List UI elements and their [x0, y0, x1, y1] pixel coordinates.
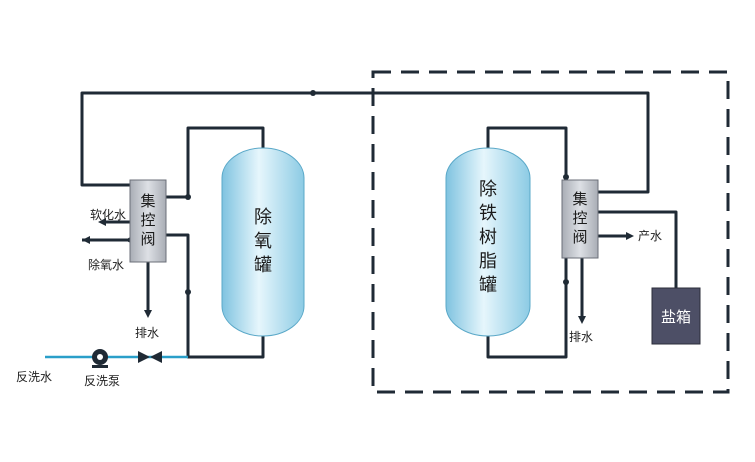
right-control-valve-label: 集 控 阀: [572, 190, 588, 246]
left-control-valve-label: 集 控 阀: [140, 192, 156, 248]
dashed-boundary: [371, 70, 730, 394]
iron-removal-tank-shape: [445, 147, 531, 337]
salt-box-label: 盐箱: [660, 308, 691, 326]
drain-right-label: 排水: [569, 330, 594, 344]
iron-removal-tank-label: 除 铁 树 脂 罐: [479, 179, 497, 296]
softened-water-label: 软化水: [90, 208, 127, 222]
drain-left-label: 排水: [135, 326, 160, 340]
product-water-label: 产水: [638, 229, 663, 243]
arrow-soft-water: [98, 218, 106, 226]
junction-dot: [563, 279, 569, 285]
backwash-pump-icon: [92, 349, 108, 368]
arrow-deox-water: [82, 236, 90, 244]
deoxygenated-water-label: 除氧水: [88, 258, 125, 272]
left-control-valve-shape: [129, 179, 167, 263]
deoxygen-tank-shape: [221, 147, 305, 337]
junction-dot: [310, 90, 316, 96]
pipe-valve-to-deox-top: [166, 126, 265, 199]
pipe-salt: [598, 210, 678, 288]
inlet-valve-icon: [138, 351, 162, 363]
junction-dot: [563, 174, 569, 180]
salt-box-shape: [651, 287, 701, 345]
arrow-drain-right: [578, 316, 586, 324]
junction-dot: [185, 289, 191, 295]
arrow-drain-left: [144, 310, 152, 318]
backwash-water-label: 反洗水: [16, 370, 53, 384]
junction-dot: [185, 194, 191, 200]
arrow-product-water: [626, 232, 634, 240]
backwash-pump-label: 反洗泵: [84, 374, 121, 388]
pipe-iron-top: [486, 126, 568, 182]
top-main-pipe: [80, 91, 650, 194]
right-control-valve-shape: [561, 179, 599, 259]
pipe-iron-bottom: [486, 258, 568, 359]
deoxygen-tank-label: 除 氧 罐: [254, 207, 272, 276]
